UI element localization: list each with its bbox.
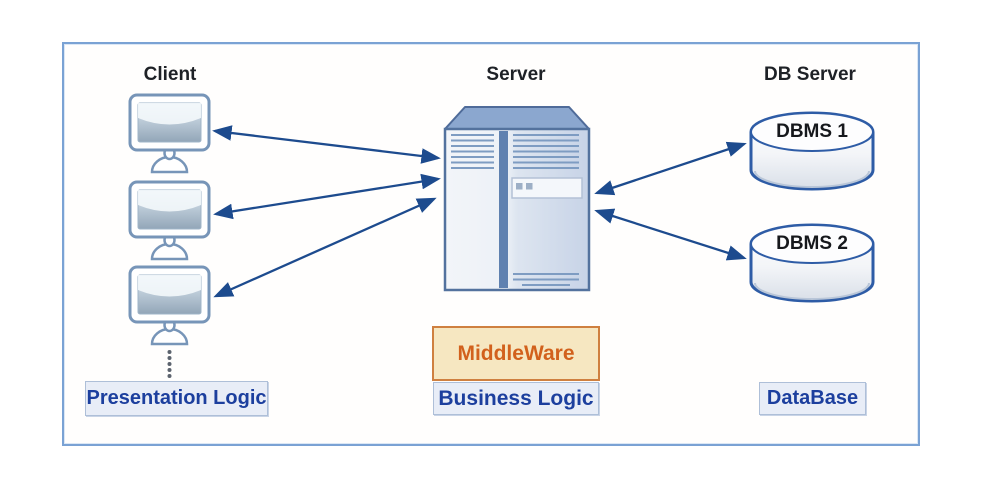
client-monitor-icon xyxy=(126,93,214,175)
business-logic-label: Business Logic xyxy=(433,382,599,415)
presentation-logic-label: Presentation Logic xyxy=(85,381,268,416)
client-column-title: Client xyxy=(143,64,197,85)
client-monitor-icon xyxy=(126,180,214,262)
db-server-column-title: DB Server xyxy=(764,64,856,85)
dbms1-label: DBMS 1 xyxy=(776,121,848,142)
dbms2-label: DBMS 2 xyxy=(776,233,848,254)
middleware-label: MiddleWare xyxy=(432,326,600,381)
server-tower-icon xyxy=(442,104,592,292)
database-cylinder-icon xyxy=(746,108,878,196)
database-label: DataBase xyxy=(759,382,866,415)
server-column-title: Server xyxy=(486,64,546,85)
client-monitor-icon xyxy=(126,265,214,347)
database-cylinder-icon xyxy=(746,220,878,308)
